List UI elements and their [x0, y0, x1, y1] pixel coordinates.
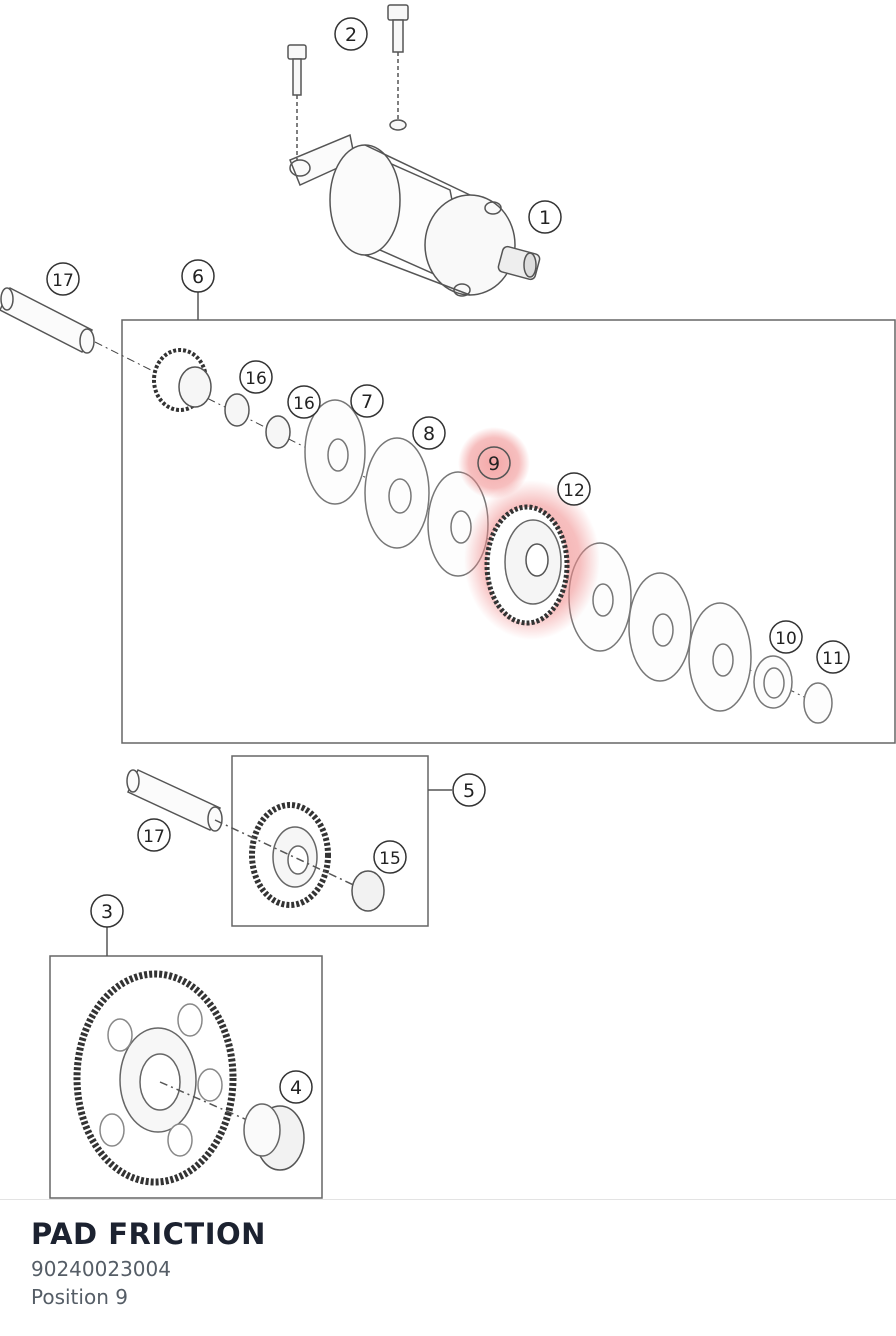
- callouts: 1 2 3 4 5 6 7 8 9 10 11 12 15 16 16 17 1…: [46, 17, 850, 1104]
- gear-12: [484, 504, 570, 626]
- callout-2[interactable]: 2: [334, 17, 368, 51]
- svg-text:2: 2: [345, 24, 357, 46]
- exploded-parts-diagram: 1 2 3 4 5 6 7 8 9 10 11 12 15 16 16 17 1…: [0, 4, 896, 1199]
- svg-text:6: 6: [192, 266, 204, 288]
- callout-15[interactable]: 15: [373, 840, 407, 874]
- callout-1[interactable]: 1: [528, 200, 562, 234]
- bolts: [287, 4, 409, 160]
- pinion-and-bearings: [152, 348, 291, 449]
- callout-9-highlighted[interactable]: 9: [458, 427, 530, 499]
- svg-text:16: 16: [293, 394, 315, 414]
- callout-12[interactable]: 12: [557, 472, 591, 506]
- group-frame-3: [49, 955, 323, 1199]
- svg-text:8: 8: [423, 423, 435, 445]
- callout-3[interactable]: 3: [90, 894, 124, 928]
- washers: [304, 399, 833, 724]
- callout-6[interactable]: 6: [181, 259, 215, 293]
- svg-text:15: 15: [379, 849, 401, 869]
- callout-17a[interactable]: 17: [46, 262, 80, 296]
- callout-8[interactable]: 8: [412, 416, 446, 450]
- svg-text:4: 4: [290, 1077, 302, 1099]
- shafts: [0, 286, 223, 832]
- svg-text:7: 7: [361, 391, 373, 413]
- part-position: Position 9: [31, 1285, 128, 1309]
- part-number: 90240023004: [31, 1257, 171, 1281]
- svg-text:9: 9: [488, 453, 500, 475]
- leader-lines: [106, 292, 452, 956]
- callout-16a[interactable]: 16: [239, 360, 273, 394]
- part-name: PAD FRICTION: [31, 1217, 266, 1251]
- svg-text:5: 5: [463, 780, 475, 802]
- svg-text:11: 11: [822, 649, 844, 669]
- callout-17b[interactable]: 17: [137, 818, 171, 852]
- callout-10[interactable]: 10: [769, 620, 803, 654]
- svg-text:3: 3: [101, 901, 113, 923]
- svg-text:12: 12: [563, 481, 585, 501]
- svg-text:16: 16: [245, 369, 267, 389]
- group-frame-6: [121, 319, 896, 744]
- svg-text:17: 17: [143, 827, 165, 847]
- svg-text:10: 10: [775, 629, 797, 649]
- part-info-panel: PAD FRICTION 90240023004 Position 9: [0, 1199, 896, 1336]
- starter-motor: [289, 133, 541, 297]
- callout-7[interactable]: 7: [350, 384, 384, 418]
- group-frame-5: [231, 755, 429, 927]
- callout-4[interactable]: 4: [279, 1070, 313, 1104]
- starter-gear-5: [214, 802, 385, 912]
- svg-text:1: 1: [539, 207, 551, 229]
- callout-5[interactable]: 5: [452, 773, 486, 807]
- callout-11[interactable]: 11: [816, 640, 850, 674]
- svg-text:17: 17: [52, 271, 74, 291]
- callout-16b[interactable]: 16: [287, 385, 321, 419]
- large-gear-3: [73, 970, 305, 1186]
